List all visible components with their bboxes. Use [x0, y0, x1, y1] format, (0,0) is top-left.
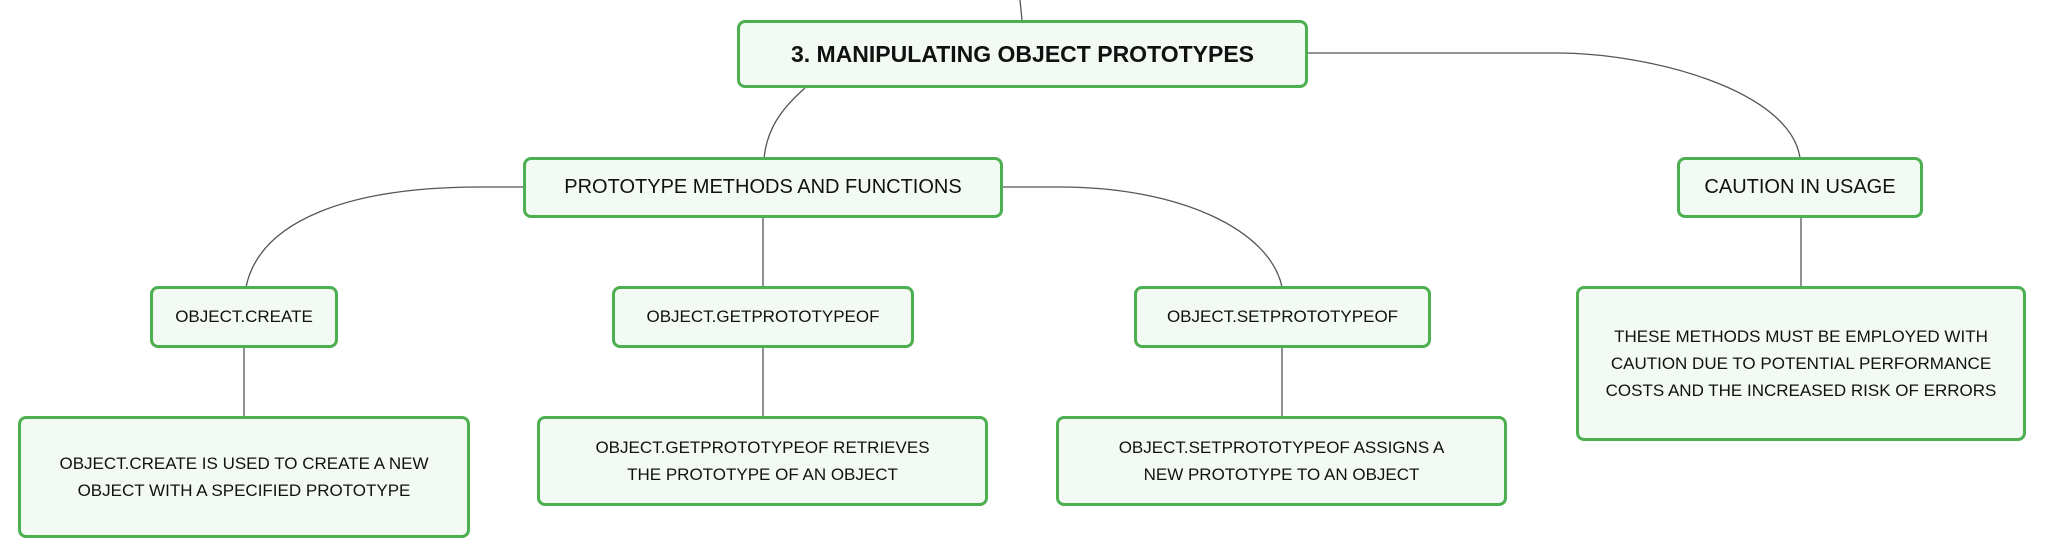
object-setprototypeof-description-node[interactable]: OBJECT.SETPROTOTYPEOF ASSIGNS A NEW PROT…: [1056, 416, 1507, 506]
root-topic-label: 3. MANIPULATING OBJECT PROTOTYPES: [790, 40, 1255, 67]
connector-root-to-caution: [1306, 52, 1801, 159]
caution-branch-node[interactable]: CAUTION IN USAGE: [1677, 157, 1923, 218]
object-create-description-node[interactable]: OBJECT.CREATE IS USED TO CREATE A NEW OB…: [18, 416, 470, 538]
object-getprototypeof-label: OBJECT.GETPROTOTYPEOF: [646, 307, 880, 326]
caution-branch-label: CAUTION IN USAGE: [1704, 176, 1896, 198]
object-setprototypeof-label: OBJECT.SETPROTOTYPEOF: [1166, 307, 1399, 326]
object-create-description: OBJECT.CREATE IS USED TO CREATE A NEW OB…: [59, 454, 429, 500]
object-create-node[interactable]: OBJECT.CREATE: [150, 286, 338, 348]
object-getprototypeof-description: OBJECT.GETPROTOTYPEOF RETRIEVES THE PROT…: [595, 438, 930, 484]
connector-methods-to-setproto: [1002, 186, 1283, 288]
connector-methods-to-create: [245, 186, 524, 288]
connector-root-to-methods: [763, 87, 806, 159]
object-setprototypeof-node[interactable]: OBJECT.SETPROTOTYPEOF: [1134, 286, 1431, 348]
object-setprototypeof-description: OBJECT.SETPROTOTYPEOF ASSIGNS A NEW PROT…: [1118, 438, 1445, 484]
caution-description-node[interactable]: THESE METHODS MUST BE EMPLOYED WITH CAUT…: [1576, 286, 2026, 441]
methods-branch-node[interactable]: PROTOTYPE METHODS AND FUNCTIONS: [523, 157, 1003, 218]
root-topic[interactable]: 3. MANIPULATING OBJECT PROTOTYPES: [737, 20, 1308, 88]
methods-branch-label: PROTOTYPE METHODS AND FUNCTIONS: [564, 176, 962, 198]
object-getprototypeof-node[interactable]: OBJECT.GETPROTOTYPEOF: [612, 286, 914, 348]
connector-parent-to-root: [1019, 0, 1023, 21]
object-getprototypeof-description-node[interactable]: OBJECT.GETPROTOTYPEOF RETRIEVES THE PROT…: [537, 416, 988, 506]
object-create-label: OBJECT.CREATE: [175, 307, 313, 326]
caution-description: THESE METHODS MUST BE EMPLOYED WITH CAUT…: [1605, 327, 1997, 400]
